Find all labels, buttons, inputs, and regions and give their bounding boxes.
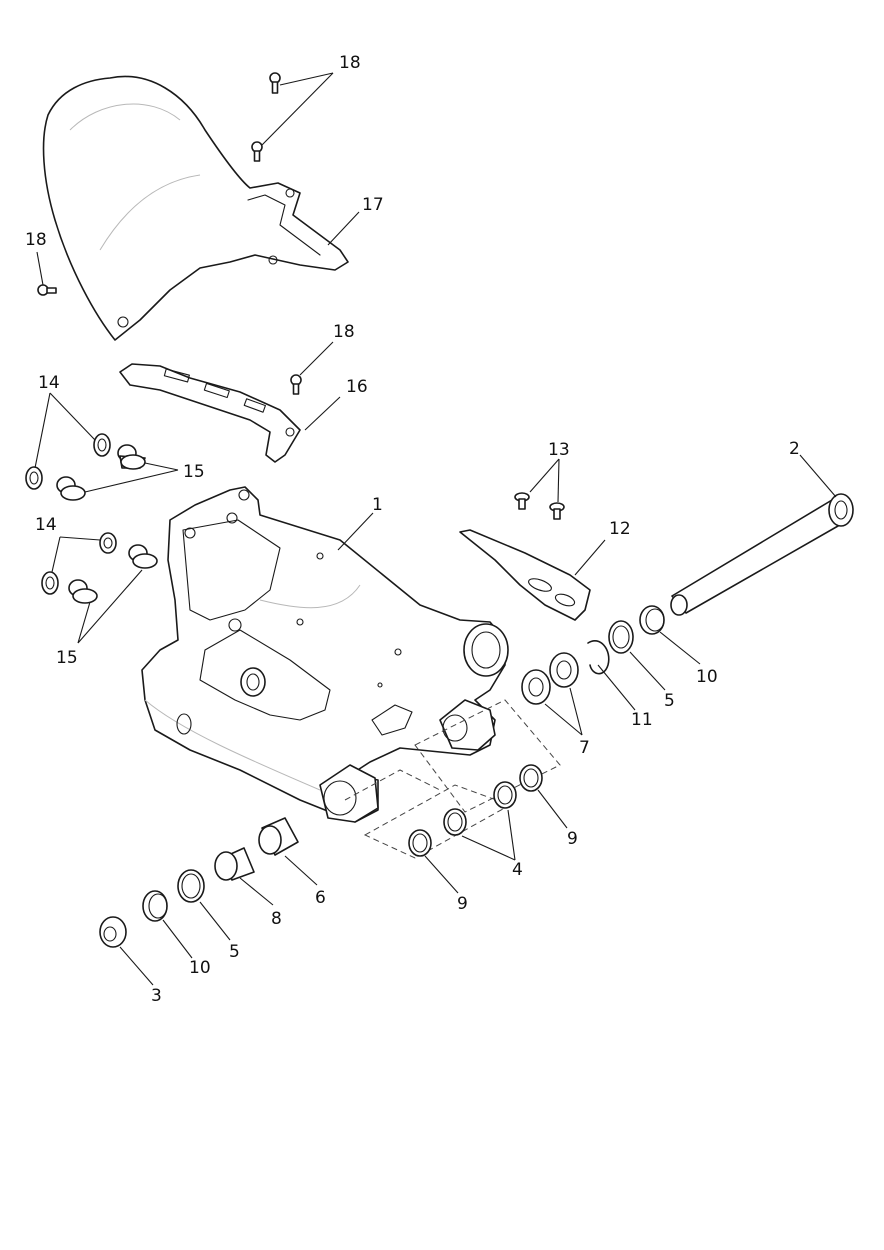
nut-part-3 <box>99 916 127 948</box>
callout-14-bottom: 14 <box>35 515 57 535</box>
screw-part-18-mid <box>290 374 302 395</box>
callout-14-top: 14 <box>38 373 60 393</box>
washer-part-4-lower <box>443 808 467 836</box>
bearing-part-7-a <box>521 669 551 705</box>
screw-part-18-top-b <box>251 141 263 162</box>
plug-part-15-c <box>128 544 158 569</box>
rear-hugger-part-17 <box>42 75 349 341</box>
callout-11: 11 <box>631 710 653 730</box>
seal-part-5-right <box>608 620 634 654</box>
spacer-part-10-right <box>639 605 665 635</box>
screw-part-13-b <box>549 502 565 520</box>
callout-10-left: 10 <box>189 958 211 978</box>
plug-part-15-b <box>56 476 86 501</box>
plug-part-15-d <box>68 579 98 604</box>
callout-3: 3 <box>151 986 162 1006</box>
callout-15-bottom: 15 <box>56 648 78 668</box>
callout-18-top: 18 <box>339 53 361 73</box>
callout-5-left: 5 <box>229 942 240 962</box>
callout-12: 12 <box>609 519 631 539</box>
plug-part-15-a <box>117 444 146 470</box>
screw-part-18-left <box>37 284 57 296</box>
seal-part-5-left <box>177 869 205 903</box>
leader-lines <box>34 72 837 986</box>
callout-9-right: 9 <box>567 829 578 849</box>
callout-2: 2 <box>789 439 800 459</box>
bearing-part-7-b <box>549 652 579 688</box>
spacer-part-10-left <box>142 890 168 922</box>
screw-part-13-a <box>514 492 530 510</box>
washer-part-14-d <box>41 571 59 595</box>
washer-part-4-upper <box>493 781 517 809</box>
callout-8: 8 <box>271 909 282 929</box>
bush-part-9-lower <box>408 829 432 857</box>
callout-16: 16 <box>346 377 368 397</box>
circlip-part-11 <box>587 640 610 675</box>
washer-part-14-a <box>93 433 111 457</box>
chain-guard-part-12 <box>459 529 591 621</box>
bracket-part-16 <box>119 363 301 463</box>
callout-15-top: 15 <box>183 462 205 482</box>
callout-17: 17 <box>362 195 384 215</box>
bush-part-9-upper <box>519 764 543 792</box>
callout-13: 13 <box>548 440 570 460</box>
washer-part-14-b <box>25 466 43 490</box>
spindle-part-2 <box>670 493 854 616</box>
swingarm-part-1 <box>141 486 509 823</box>
callout-1: 1 <box>372 495 383 515</box>
callout-4: 4 <box>512 860 523 880</box>
callout-5-right: 5 <box>664 691 675 711</box>
callout-9-left: 9 <box>457 894 468 914</box>
callout-7: 7 <box>579 738 590 758</box>
callout-10-right: 10 <box>696 667 718 687</box>
bearing-part-6 <box>258 817 299 856</box>
washer-part-14-c <box>99 532 117 554</box>
sleeve-part-8 <box>214 847 255 881</box>
callout-18-mid: 18 <box>333 322 355 342</box>
callout-6: 6 <box>315 888 326 908</box>
screw-part-18-top-a <box>269 72 281 94</box>
callout-18-left: 18 <box>25 230 47 250</box>
